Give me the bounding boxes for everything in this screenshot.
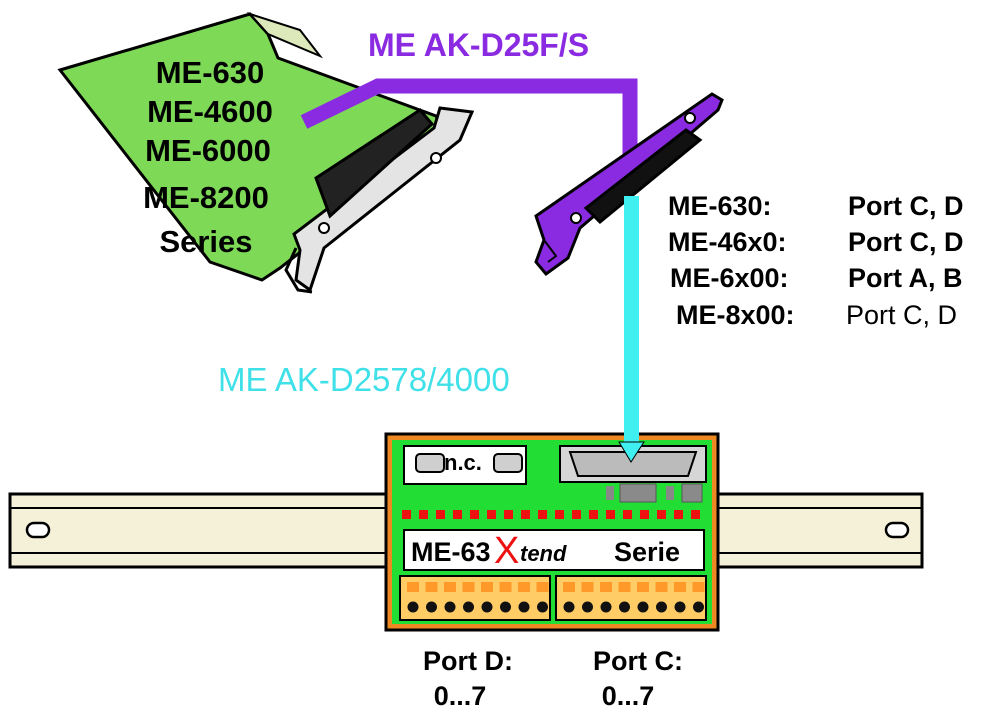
status-led xyxy=(538,510,547,519)
module-title-x: X xyxy=(494,530,519,572)
status-led xyxy=(504,510,513,519)
status-led xyxy=(470,510,479,519)
din-rail xyxy=(8,492,924,569)
port-d-name: Port D: xyxy=(423,646,513,676)
purple-cable xyxy=(300,78,638,168)
module-title-box xyxy=(403,529,705,571)
status-led xyxy=(640,510,649,519)
cyan-cable-label: ME AK-D2578/4000 xyxy=(218,361,510,398)
status-led xyxy=(453,510,462,519)
port-table-ports-1: Port C, D xyxy=(848,227,964,257)
terminal-clamp xyxy=(481,582,493,592)
card-label-me6000: ME-6000 xyxy=(145,133,271,168)
terminal-screw xyxy=(582,601,593,613)
terminal-screw xyxy=(463,601,474,613)
led-row xyxy=(402,510,700,519)
rail-slot-left xyxy=(25,521,51,539)
port-table: ME-630: Port C, D ME-46x0: Port C, D ME-… xyxy=(668,191,964,330)
module-title-suffix: Serie xyxy=(614,537,680,567)
status-led xyxy=(657,510,666,519)
terminal-clamp xyxy=(637,582,649,592)
port-table-ports-3: Port C, D xyxy=(846,300,957,330)
terminal-screw xyxy=(619,601,630,613)
status-led xyxy=(589,510,598,519)
terminal-clamp xyxy=(563,582,575,592)
terminal-clamp xyxy=(581,582,594,592)
terminal-screw xyxy=(500,601,511,613)
status-led xyxy=(487,510,496,519)
terminal-clamp xyxy=(618,582,631,592)
port-table-card-3: ME-8x00: xyxy=(676,300,795,330)
port-table-ports-0: Port C, D xyxy=(848,191,964,221)
status-led xyxy=(555,510,564,519)
port-table-ports-2: Port A, B xyxy=(848,263,963,293)
terminal-screw xyxy=(481,601,493,613)
terminal-screws xyxy=(407,582,705,613)
terminal-screw xyxy=(656,601,667,613)
port-table-card-0: ME-630: xyxy=(668,191,772,221)
terminal-clamp xyxy=(518,582,530,592)
port-d-range: 0...7 xyxy=(434,681,487,711)
card-label-me4600: ME-4600 xyxy=(147,94,273,129)
status-led xyxy=(436,510,445,519)
status-led xyxy=(572,510,581,519)
status-led xyxy=(521,510,530,519)
status-led xyxy=(623,510,632,519)
terminal-clamp xyxy=(444,582,456,592)
module-title-prefix: ME-63 xyxy=(411,537,491,567)
purple-cable-label: ME AK-D25F/S xyxy=(368,27,589,63)
terminal-module xyxy=(384,432,720,632)
port-c-range: 0...7 xyxy=(602,681,655,711)
terminal-screw xyxy=(407,601,419,613)
terminal-screw xyxy=(444,601,456,613)
terminal-screw xyxy=(563,601,575,613)
terminal-clamp xyxy=(425,582,438,592)
terminal-screw xyxy=(637,601,649,613)
terminal-clamp xyxy=(536,582,549,592)
card-label-series: Series xyxy=(159,224,252,259)
card-label-me630: ME-630 xyxy=(156,55,265,90)
terminal-clamp xyxy=(600,582,612,592)
terminal-screw xyxy=(674,601,686,613)
terminal-screw xyxy=(426,601,437,613)
terminal-screw xyxy=(600,601,612,613)
port-table-card-1: ME-46x0: xyxy=(668,227,787,257)
module-title-tend: tend xyxy=(520,541,567,566)
terminal-clamp xyxy=(462,582,475,592)
terminal-clamp xyxy=(655,582,668,592)
port-table-card-2: ME-6x00: xyxy=(670,263,789,293)
terminal-screw xyxy=(518,601,530,613)
port-c-name: Port C: xyxy=(593,646,683,676)
terminal-clamp xyxy=(674,582,686,592)
nc-label: n.c. xyxy=(444,450,482,475)
terminal-screw xyxy=(693,601,704,613)
status-led xyxy=(606,510,615,519)
purple-bracket xyxy=(534,92,724,277)
status-led xyxy=(419,510,428,519)
terminal-screw xyxy=(537,601,548,613)
status-led xyxy=(691,510,700,519)
terminal-clamp xyxy=(407,582,419,592)
cyan-cable xyxy=(624,196,639,444)
pc-card xyxy=(57,11,475,294)
status-led xyxy=(402,510,411,519)
cyan-cable-arrow xyxy=(618,441,645,463)
terminal-clamp xyxy=(499,582,512,592)
status-led xyxy=(674,510,683,519)
rail-slot-right xyxy=(884,521,910,539)
card-label-me8200: ME-8200 xyxy=(143,180,269,215)
terminal-clamp xyxy=(692,582,705,592)
